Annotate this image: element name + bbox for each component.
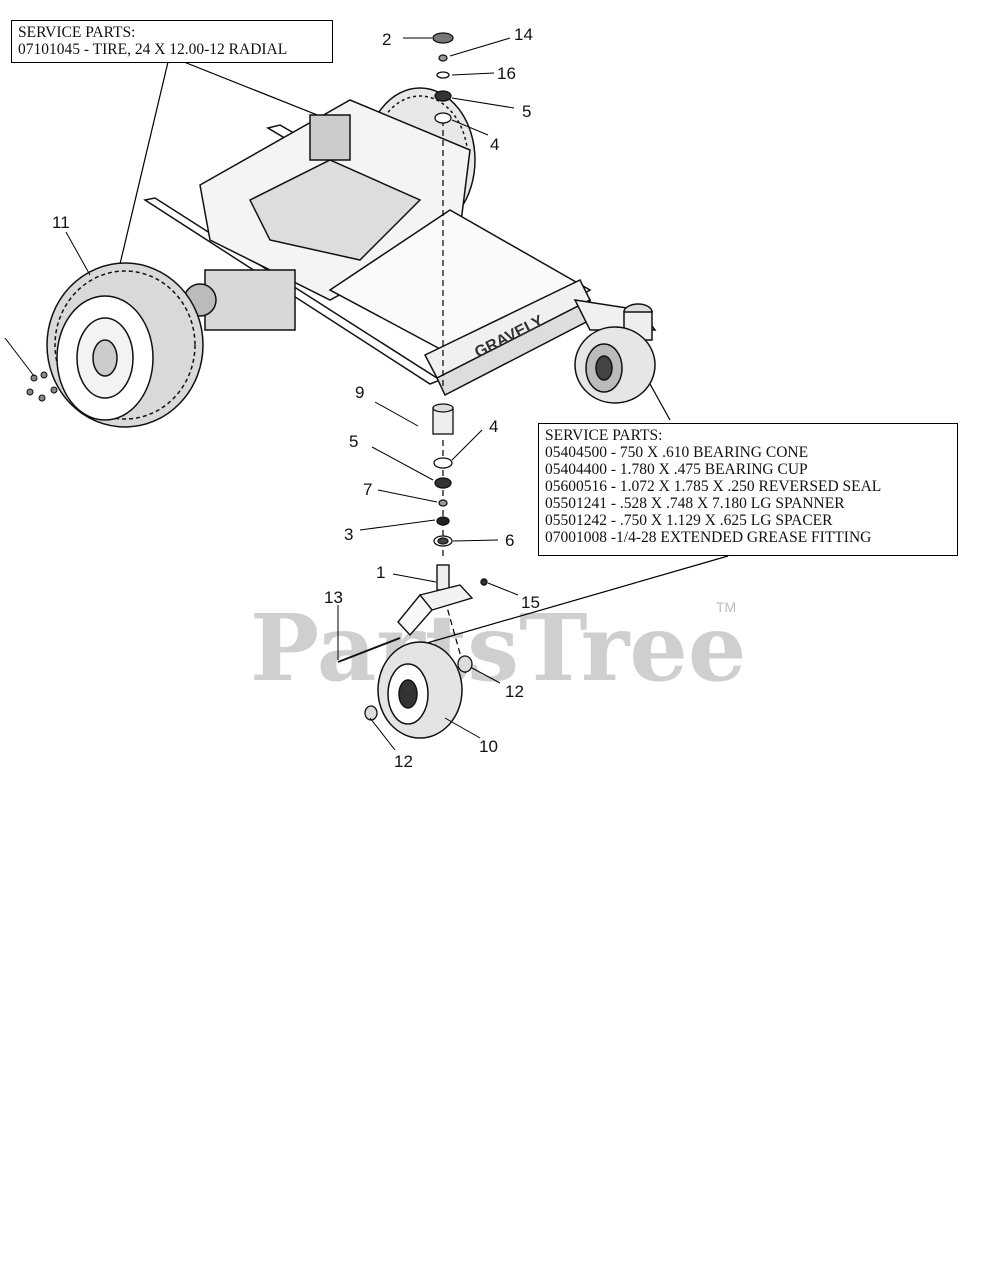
mower-frame [143,87,657,404]
part-5-bearing-bottom [434,477,452,489]
callout-1: 1 [376,563,385,582]
lower-parts-stack [432,403,454,547]
part-5-bearing-top [434,90,452,102]
callout-15: 15 [521,593,540,612]
callout-13: 13 [324,588,343,607]
service-parts-caster-line: 05404400 - 1.780 X .475 BEARING CUP [545,461,808,478]
service-parts-tire-heading: SERVICE PARTS: [18,24,136,41]
part-15-grease-fitting [480,578,488,586]
rear-left-tire [46,262,204,428]
part-7-spanner [438,499,448,507]
part-4-cup-top [434,112,452,124]
callout-2: 2 [382,30,391,49]
service-parts-caster-line: 05501242 - .750 X 1.129 X .625 LG SPACER [545,512,833,529]
callout-numbers: 2 14 16 5 4 11 9 4 5 7 3 6 1 15 13 12 10… [52,25,540,771]
service-parts-caster-box: SERVICE PARTS: 05404500 - 750 X .610 BEA… [538,423,958,556]
part-10-caster-wheel [377,641,463,739]
service-parts-tire-box: SERVICE PARTS: 07101045 - TIRE, 24 X 12.… [11,20,333,63]
callout-5-bottom: 5 [349,432,358,451]
callout-10: 10 [479,737,498,756]
front-right-caster-wheel [574,326,656,404]
engine-block [309,114,351,161]
callout-3: 3 [344,525,353,544]
engine-cutout [248,159,422,261]
caster-fork [397,564,488,637]
part-13-axle-bolt [337,637,401,663]
part-4-cup-bottom [433,457,453,469]
part-12-spacer-right [457,655,473,673]
lug-nuts [4,337,58,402]
callout-16: 16 [497,64,516,83]
part-12-spacer-left [364,705,378,721]
watermark: PartsTree TM [250,594,746,702]
service-parts-caster-line: 05404500 - 750 X .610 BEARING CONE [545,444,809,461]
callout-4-top: 4 [490,135,499,154]
part-2-cap [432,32,454,44]
callout-4-bottom: 4 [489,417,498,436]
part-14-grease-fitting [438,54,448,62]
callout-5-top: 5 [522,102,531,121]
callout-12-left: 12 [394,752,413,771]
callout-9: 9 [355,383,364,402]
service-parts-tire-line: 07101045 - TIRE, 24 X 12.00-12 RADIAL [18,41,288,58]
wheel-motor [204,269,296,331]
callout-12-right: 12 [505,682,524,701]
callout-leaders [65,37,519,751]
service-parts-caster-line: 07001008 -1/4-28 EXTENDED GREASE FITTING [545,529,872,546]
callout-14: 14 [514,25,533,44]
part-3-seal [436,516,450,526]
caster-leader-line-2 [419,555,729,646]
service-parts-caster-line: 05501241 - .528 X .748 X 7.180 LG SPANNE… [545,495,845,512]
watermark-tm: TM [716,599,736,615]
service-parts-caster-line: 05600516 - 1.072 X 1.785 X .250 REVERSED… [545,478,882,495]
callout-11: 11 [52,213,70,232]
upper-parts-stack [432,32,454,124]
callout-6: 6 [505,531,514,550]
watermark-text: PartsTree [250,594,746,702]
service-parts-caster-heading: SERVICE PARTS: [545,427,663,444]
tire-leader-line-1 [114,61,169,286]
part-16-washer [436,71,450,79]
callout-7: 7 [363,480,372,499]
